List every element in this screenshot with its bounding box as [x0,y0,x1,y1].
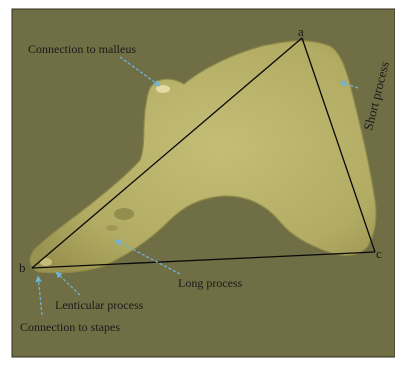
bone-marking [114,208,134,220]
vertex-a-label: a [298,24,304,39]
label-connection-stapes: Connection to stapes [20,320,120,334]
label-connection-malleus: Connection to malleus [28,42,136,56]
malleus-facet [156,85,170,93]
label-long-process: Long process [178,276,243,290]
vertex-c-label: c [376,246,382,261]
label-lenticular-process: Lenticular process [55,298,144,312]
vertex-b-label: b [19,260,26,275]
